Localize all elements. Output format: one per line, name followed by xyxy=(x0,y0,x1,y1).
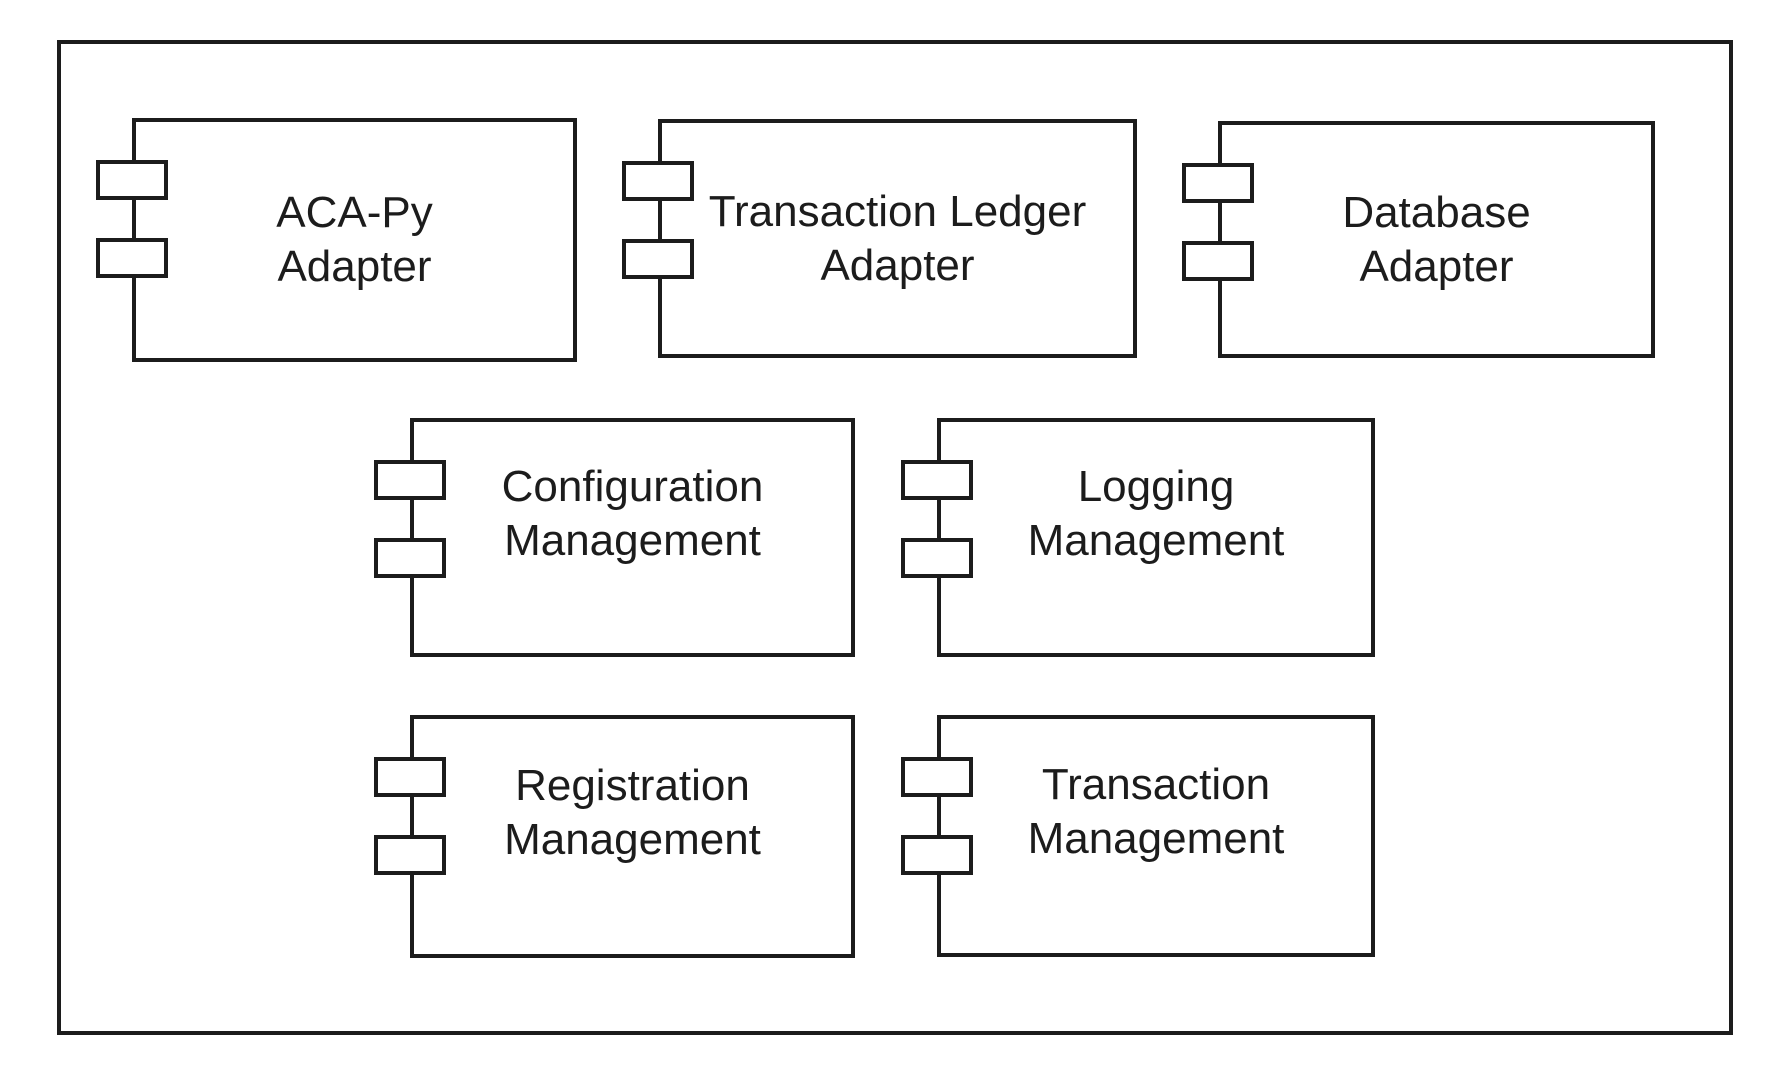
component-label: Transaction Management xyxy=(1028,758,1285,865)
component-label: Registration Management xyxy=(504,759,761,866)
component-label: Database Adapter xyxy=(1342,186,1530,293)
component-logging-management: Logging Management xyxy=(901,418,1375,657)
component-port-icon xyxy=(374,460,446,500)
component-label-line: Transaction Ledger xyxy=(708,186,1087,236)
component-port-icon xyxy=(374,835,446,875)
component-aca-py-adapter: ACA-Py Adapter xyxy=(96,118,577,362)
component-label-line: Management xyxy=(504,814,761,864)
component-port-icon xyxy=(374,538,446,578)
component-port-icon xyxy=(901,835,973,875)
component-port-icon xyxy=(96,160,168,200)
component-port-icon xyxy=(901,460,973,500)
component-port-icon xyxy=(96,238,168,278)
component-label-line: Registration xyxy=(515,760,750,810)
component-label: Logging Management xyxy=(1028,460,1285,567)
component-configuration-management: Configuration Management xyxy=(374,418,855,657)
component-port-icon xyxy=(622,161,694,201)
component-label: Configuration Management xyxy=(502,460,764,567)
component-port-icon xyxy=(901,757,973,797)
component-port-icon xyxy=(901,538,973,578)
component-label-line: Database xyxy=(1342,187,1531,237)
component-port-icon xyxy=(622,239,694,279)
component-label-line: Adapter xyxy=(277,242,432,291)
component-label: ACA-Py Adapter xyxy=(276,186,432,293)
component-label-line: Adapter xyxy=(1359,241,1514,291)
component-label-line: Configuration xyxy=(501,461,764,511)
component-port-icon xyxy=(374,757,446,797)
component-label-line: Adapter xyxy=(820,240,975,290)
component-transaction-ledger-adapter: Transaction Ledger Adapter xyxy=(622,119,1137,358)
component-label-line: Transaction xyxy=(1041,760,1271,810)
component-label: Transaction Ledger Adapter xyxy=(709,185,1086,292)
component-transaction-management: Transaction Management xyxy=(901,715,1375,957)
component-port-icon xyxy=(1182,163,1254,203)
component-label-line: Management xyxy=(1027,814,1285,863)
component-label-line: ACA-Py xyxy=(276,188,433,238)
component-port-icon xyxy=(1182,241,1254,281)
component-label-line: Management xyxy=(504,515,761,565)
component-label-line: Logging xyxy=(1077,461,1235,511)
component-database-adapter: Database Adapter xyxy=(1182,121,1655,358)
system-boundary: ACA-Py Adapter Transaction Ledger Adapte… xyxy=(57,40,1733,1035)
component-registration-management: Registration Management xyxy=(374,715,855,958)
component-label-line: Management xyxy=(1027,515,1285,565)
